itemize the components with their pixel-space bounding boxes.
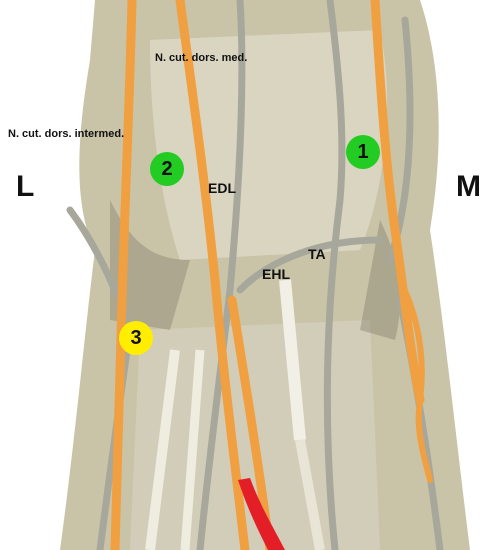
label-medial-side: M	[456, 170, 481, 203]
label-ehl: EHL	[262, 266, 290, 282]
label-ta: TA	[308, 246, 326, 262]
label-edl: EDL	[208, 180, 236, 196]
label-n-cut-dors-intermed: N. cut. dors. intermed.	[8, 128, 125, 140]
artery	[238, 478, 285, 550]
marker-2: 2	[150, 152, 184, 186]
label-lateral-side: L	[16, 170, 35, 203]
marker-3: 3	[119, 321, 153, 355]
label-n-cut-dors-med: N. cut. dors. med.	[155, 52, 248, 64]
marker-1: 1	[346, 135, 380, 169]
